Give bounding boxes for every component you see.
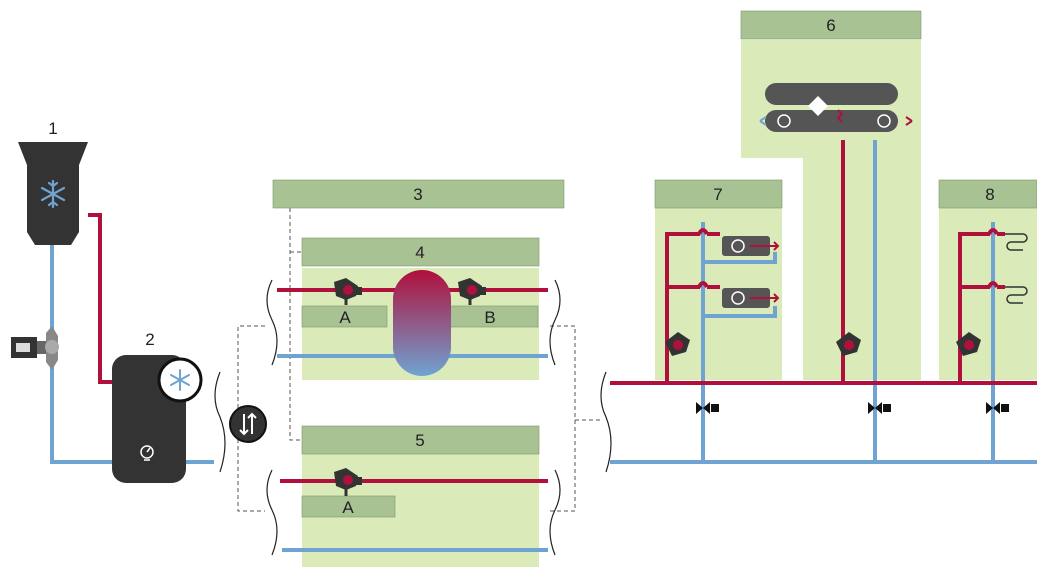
sub-box-a-5 (301, 495, 396, 518)
label-2: 2 (145, 330, 154, 349)
pipe-crossings (697, 228, 999, 288)
pump-icon[interactable] (334, 278, 362, 305)
pump-icon[interactable] (665, 332, 690, 356)
pump-icon[interactable] (334, 468, 362, 496)
buffer-tank[interactable] (393, 270, 451, 376)
chiller-pump[interactable] (11, 326, 59, 370)
pump-icon[interactable] (836, 332, 861, 356)
snowflake-icon (40, 179, 66, 209)
motor-valve-icon[interactable] (868, 402, 891, 414)
label-6: 6 (826, 16, 835, 35)
fan-icon (731, 239, 745, 253)
header-box-8 (938, 179, 1037, 209)
heat-exchanger-icon[interactable] (229, 405, 267, 443)
fan-coil-unit[interactable] (722, 288, 780, 308)
sub-box-a-4 (301, 305, 388, 328)
pump-icon[interactable] (458, 278, 486, 305)
header-box-7 (654, 179, 783, 209)
pump-display-icon (16, 343, 30, 352)
label-b-4: B (484, 308, 495, 327)
header-box-5 (301, 425, 540, 455)
label-a-5: A (342, 498, 354, 517)
air-handling-unit-icon[interactable] (755, 83, 913, 132)
panel-8 (939, 208, 1037, 380)
pipe-breaks (214, 279, 612, 556)
snowflake-icon (170, 369, 190, 391)
fan-icon (777, 114, 791, 128)
label-7: 7 (713, 185, 722, 204)
header-box-4 (301, 237, 540, 267)
gauge-icon (140, 445, 154, 461)
label-a-4: A (339, 308, 351, 327)
fan-icon (877, 114, 891, 128)
header-box-6 (740, 10, 922, 40)
label-1: 1 (48, 119, 57, 138)
radiant-coil-icon (1005, 233, 1028, 304)
fan-coil-unit[interactable] (722, 236, 780, 256)
label-4: 4 (415, 243, 424, 262)
fan-icon (731, 291, 745, 305)
label-8: 8 (985, 185, 994, 204)
chiller-unit[interactable] (18, 142, 88, 245)
header-boxes: 3 4 5 6 7 8 A B A (272, 10, 1037, 518)
header-box-3 (272, 179, 565, 209)
label-3: 3 (413, 185, 422, 204)
motor-valve-icon[interactable] (986, 402, 1009, 414)
storage-tank[interactable] (112, 355, 203, 483)
pump-icon[interactable] (956, 332, 981, 356)
label-5: 5 (415, 431, 424, 450)
motor-valve-icon[interactable] (696, 402, 719, 414)
